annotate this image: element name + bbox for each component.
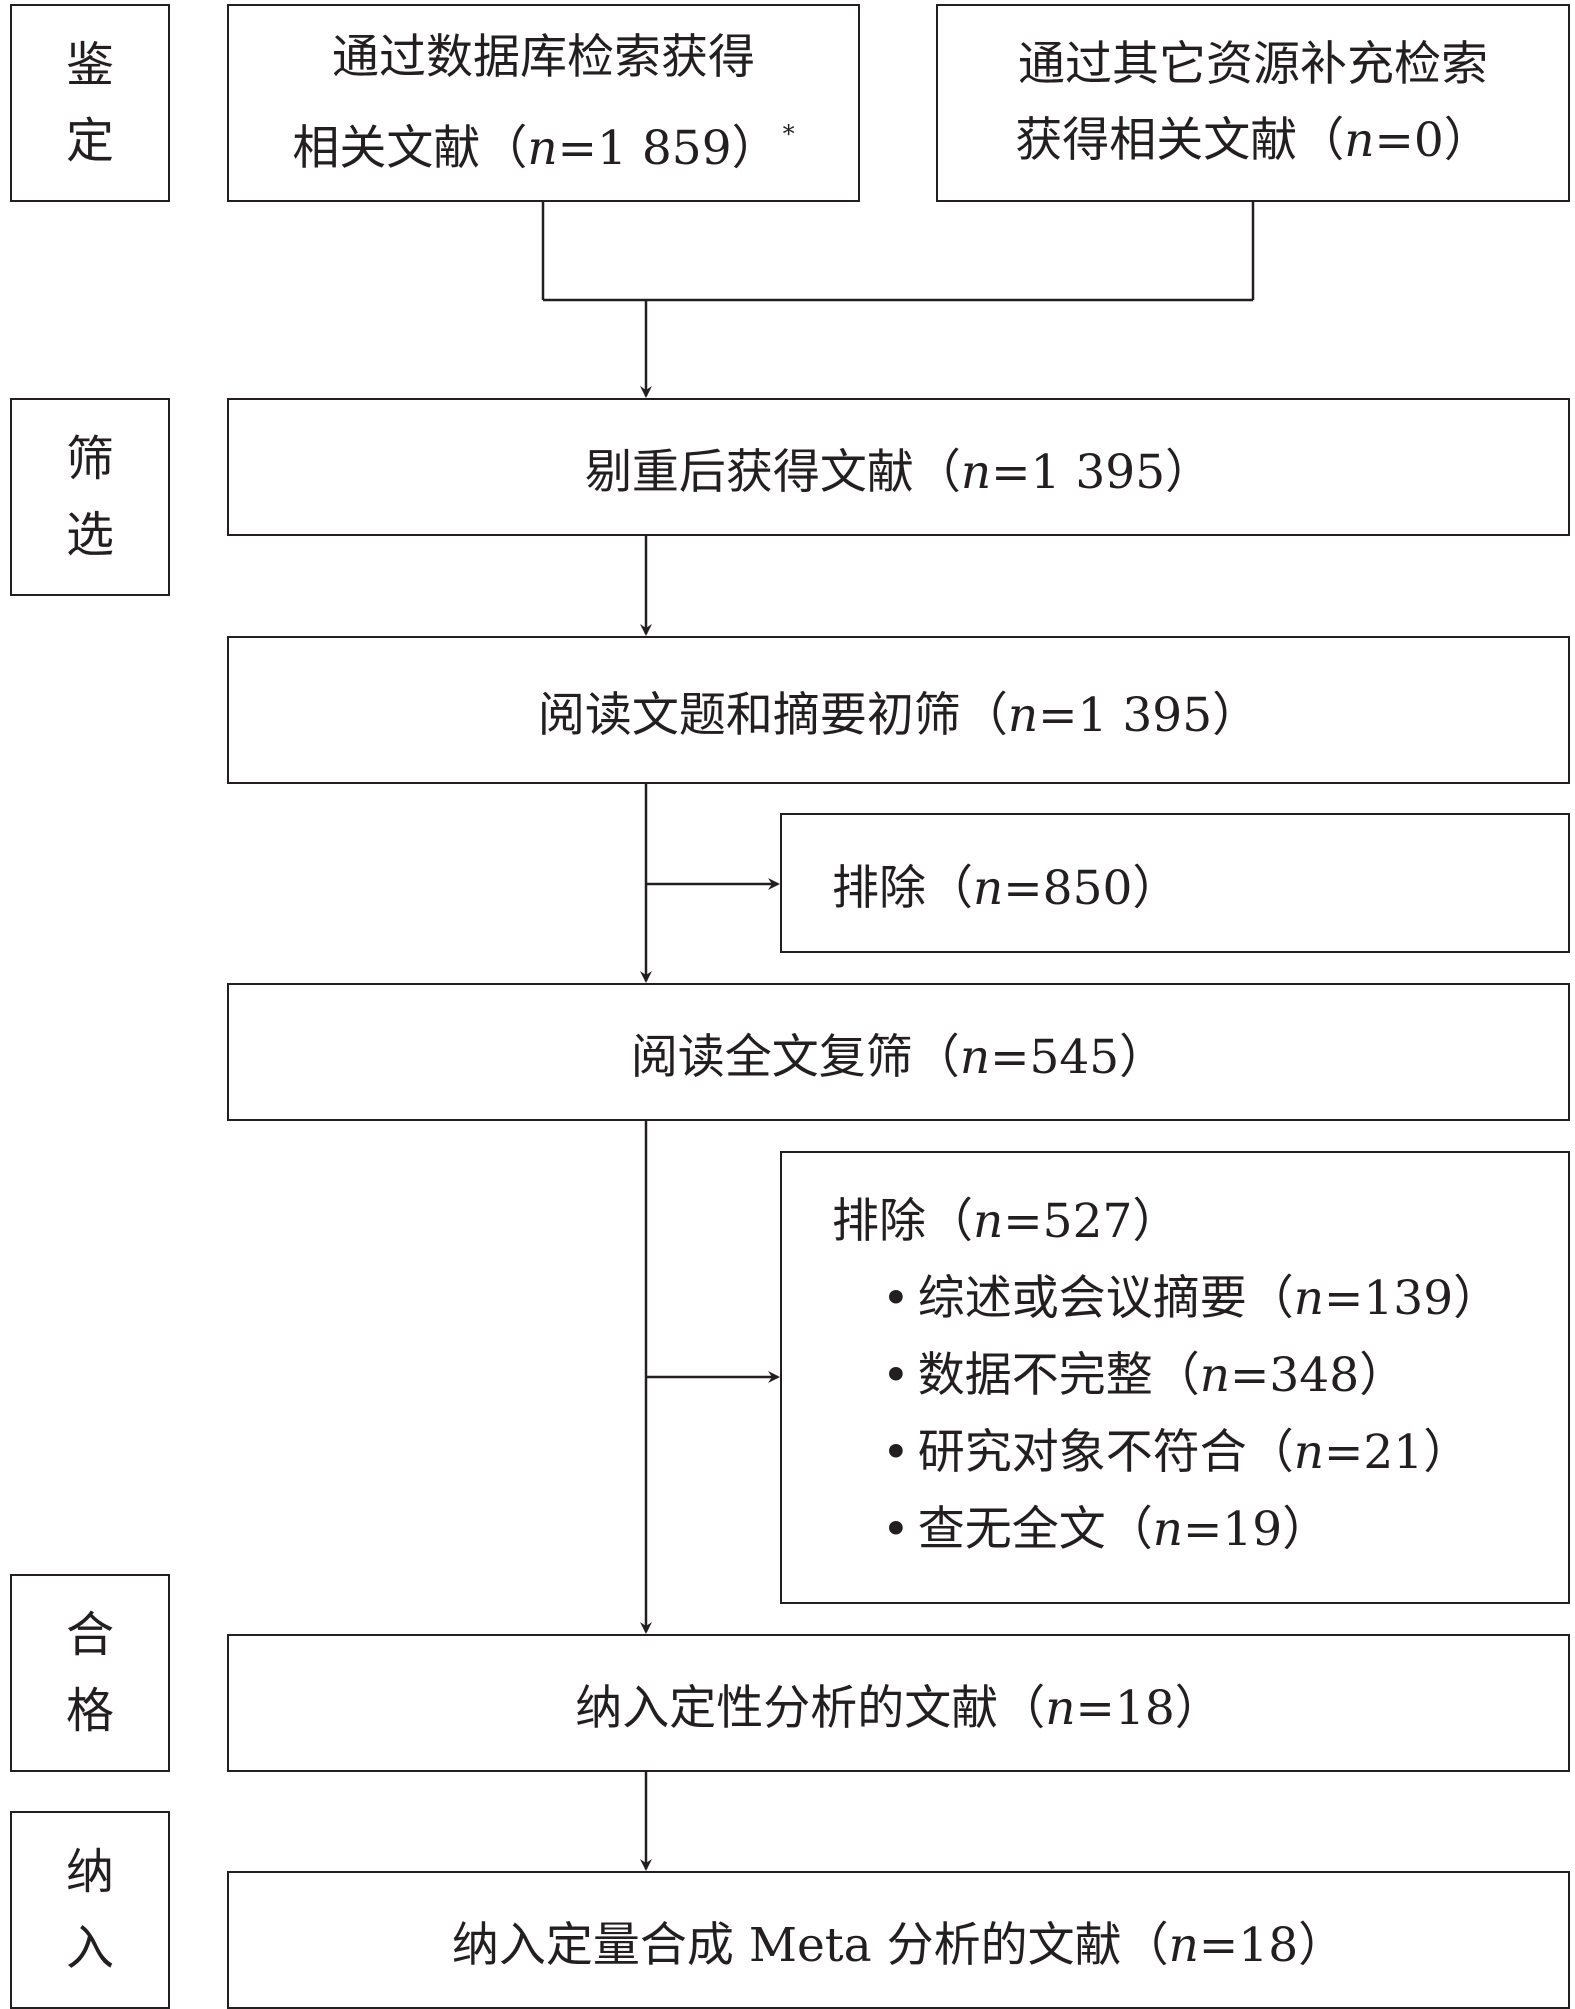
exclusion-reason: 研究对象不符合（n=21） — [882, 1414, 1568, 1491]
excluded-first-box: 排除（n=850） — [780, 813, 1570, 953]
stage-screening: 筛 选 — [10, 398, 170, 596]
stage-identification: 鉴 定 — [10, 4, 170, 202]
stage-included-char-2: 入 — [65, 1920, 114, 1976]
stage-identification-char-1: 鉴 — [65, 37, 114, 93]
stage-eligibility-char-1: 合 — [65, 1607, 114, 1663]
stage-screening-char-1: 筛 — [65, 431, 114, 487]
other-sources-line-2: 获得相关文献（n=0） — [1015, 113, 1491, 168]
full-text-box: 阅读全文复筛（n=545） — [227, 983, 1570, 1121]
footnote-asterisk: * — [782, 119, 795, 148]
deduplicated-box: 剔重后获得文献（n=1 395） — [227, 398, 1570, 536]
stage-eligibility: 合 格 — [10, 1574, 170, 1772]
stage-screening-char-2: 选 — [65, 507, 114, 563]
stage-eligibility-char-2: 格 — [65, 1683, 114, 1739]
full-text-label: 阅读全文复筛（n=545） — [630, 1029, 1167, 1085]
qualitative-label: 纳入定性分析的文献（n=18） — [575, 1680, 1222, 1736]
title-abstract-box: 阅读文题和摘要初筛（n=1 395） — [227, 636, 1570, 784]
exclusion-reasons-list: 综述或会议摘要（n=139） 数据不完整（n=348） 研究对象不符合（n=21… — [832, 1260, 1568, 1568]
other-sources-line-1: 通过其它资源补充检索 — [1018, 37, 1488, 92]
stage-included: 纳 入 — [10, 1811, 170, 2009]
deduplicated-label: 剔重后获得文献（n=1 395） — [584, 444, 1213, 500]
stage-identification-char-2: 定 — [65, 113, 114, 169]
excluded-second-label: 排除（n=527） — [832, 1194, 1180, 1249]
title-abstract-label: 阅读文题和摘要初筛（n=1 395） — [537, 687, 1260, 743]
database-search-line-2: 相关文献（n=1 859）* — [292, 119, 795, 176]
excluded-first-label: 排除（n=850） — [832, 860, 1180, 916]
other-sources-box: 通过其它资源补充检索 获得相关文献（n=0） — [936, 4, 1570, 202]
stage-included-char-1: 纳 — [65, 1844, 114, 1900]
qualitative-box: 纳入定性分析的文献（n=18） — [227, 1634, 1570, 1772]
exclusion-reason: 查无全文（n=19） — [882, 1491, 1568, 1568]
exclusion-reason: 综述或会议摘要（n=139） — [882, 1260, 1568, 1337]
quantitative-box: 纳入定量合成 Meta 分析的文献（n=18） — [227, 1871, 1570, 2009]
quantitative-label: 纳入定量合成 Meta 分析的文献（n=18） — [451, 1917, 1346, 1973]
excluded-second-box: 排除（n=527） 综述或会议摘要（n=139） 数据不完整（n=348） 研究… — [780, 1151, 1570, 1604]
exclusion-reason: 数据不完整（n=348） — [882, 1337, 1568, 1414]
database-search-box: 通过数据库检索获得 相关文献（n=1 859）* — [227, 4, 860, 202]
database-search-line-1: 通过数据库检索获得 — [332, 29, 755, 85]
